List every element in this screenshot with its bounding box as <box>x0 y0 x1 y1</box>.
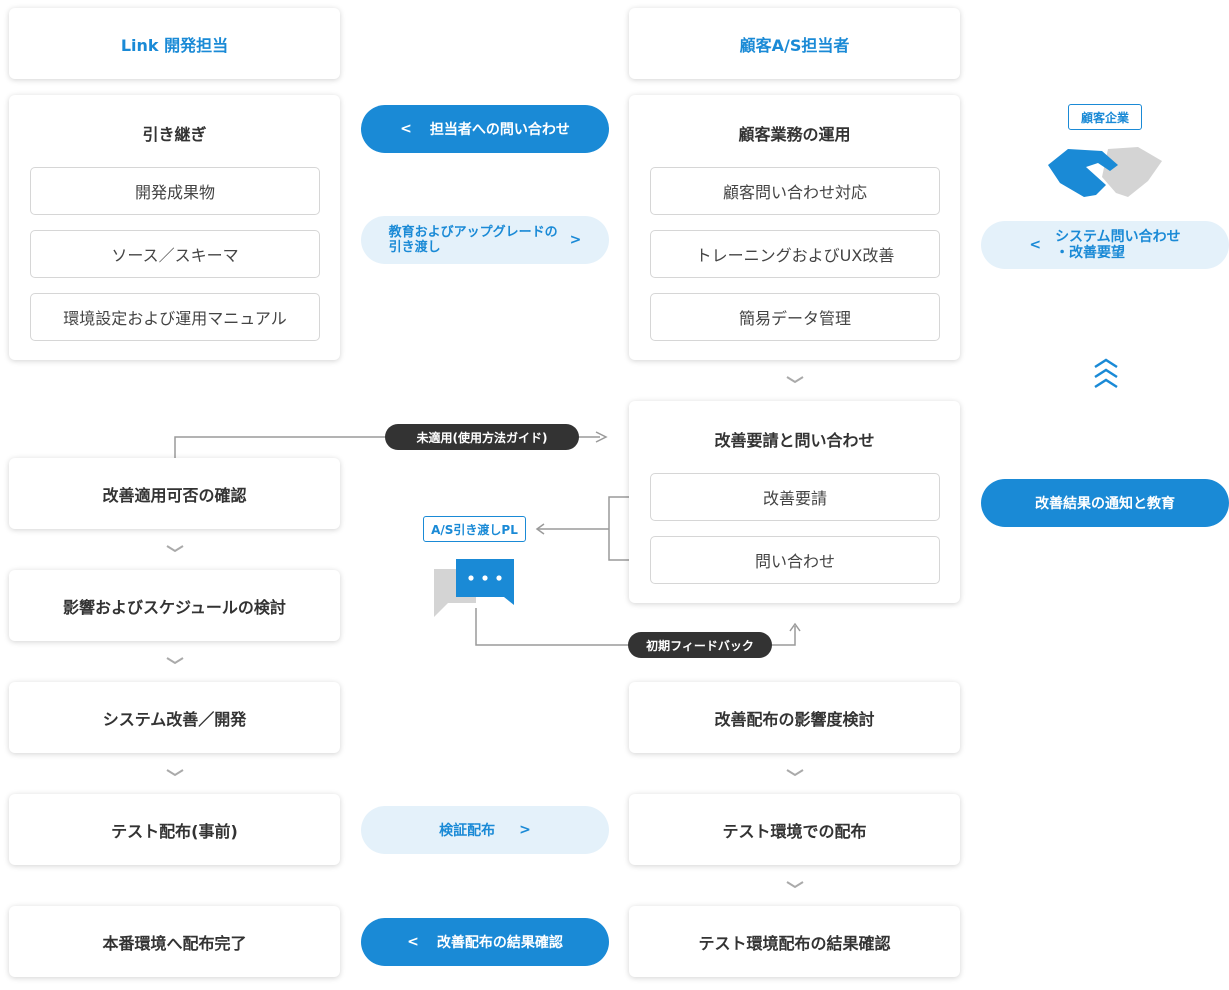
left-step-card: テスト配布(事前) <box>9 794 340 865</box>
right-step-card: 改善配布の影響度検討 <box>629 682 960 753</box>
handover-item: 開発成果物 <box>30 167 320 215</box>
handshake-icon <box>1048 147 1162 197</box>
requests-title: 改善要請と問い合わせ <box>714 431 875 450</box>
requests-item: 問い合わせ <box>650 536 940 584</box>
education-pill-line: 教育およびアップグレードの <box>388 225 558 240</box>
feedback-tag: 初期フィードバック <box>628 632 772 658</box>
chevron-down-icon <box>786 769 804 777</box>
notify-pill[interactable]: 改善結果の通知と教育 <box>981 479 1229 527</box>
right-step-card: テスト環境での配布 <box>629 794 960 865</box>
chevron-down-icon <box>786 881 804 889</box>
left-step-card: 影響およびスケジュールの検討 <box>9 570 340 641</box>
inquiry-pill-label: 担当者への問い合わせ <box>429 122 570 138</box>
left-header-label: Link 開発担当 <box>120 35 229 55</box>
double-chevron-up-icon <box>1094 358 1118 389</box>
handover-item: 環境設定および運用マニュアル <box>30 293 320 341</box>
left-step-label: システム改善／開発 <box>102 709 247 729</box>
right-step-card: テスト環境配布の結果確認 <box>629 906 960 977</box>
client-inquiry-text: システム問い合わせ ・改善要望 <box>1055 229 1181 261</box>
operations-item: トレーニングおよびUX改善 <box>650 230 940 278</box>
left-step-label: 影響およびスケジュールの検討 <box>63 597 286 617</box>
client-inquiry-line: ・改善要望 <box>1055 245 1126 261</box>
verify-pill[interactable]: 検証配布 > <box>361 806 609 854</box>
chevron-down-icon <box>166 657 184 665</box>
education-pill-text: 教育およびアップグレードの 引き渡し <box>389 225 558 255</box>
education-pill[interactable]: 教育およびアップグレードの 引き渡し > <box>361 216 609 264</box>
client-badge: 顧客企業 <box>1068 104 1142 130</box>
client-inquiry-pill[interactable]: < システム問い合わせ ・改善要望 <box>981 221 1229 269</box>
chevron-left-icon: < <box>407 934 419 950</box>
left-step-label: 改善適用可否の確認 <box>102 485 247 505</box>
right-step-label: テスト環境での配布 <box>722 821 867 841</box>
left-step-card: 本番環境へ配布完了 <box>9 906 340 977</box>
right-step-label: 改善配布の影響度検討 <box>714 709 875 729</box>
chevron-left-icon: < <box>400 121 412 137</box>
chevron-down-icon <box>786 376 804 384</box>
verify-pill-label: 検証配布 <box>439 823 496 839</box>
left-step-card: システム改善／開発 <box>9 682 340 753</box>
operations-item: 簡易データ管理 <box>650 293 940 341</box>
left-step-label: テスト配布(事前) <box>111 821 238 841</box>
operations-item: 顧客問い合わせ対応 <box>650 167 940 215</box>
as-handover-tag: A/S引き渡しPL <box>423 516 526 542</box>
right-header-label: 顧客A/S担当者 <box>739 35 850 55</box>
handover-title: 引き継ぎ <box>142 125 207 144</box>
result-pill-label: 改善配布の結果確認 <box>436 935 563 951</box>
left-step-label: 本番環境へ配布完了 <box>102 933 247 953</box>
chevron-right-icon: > <box>519 822 531 838</box>
not-applied-tag: 未適用(使用方法ガイド) <box>385 424 579 450</box>
right-step-label: テスト環境配布の結果確認 <box>698 933 891 953</box>
chevron-left-icon: < <box>1029 237 1042 253</box>
requests-card: 改善要請と問い合わせ 改善要請 問い合わせ <box>629 401 960 603</box>
operations-title: 顧客業務の運用 <box>738 125 851 144</box>
chevron-down-icon <box>166 769 184 777</box>
left-step-card: 改善適用可否の確認 <box>9 458 340 529</box>
requests-item: 改善要請 <box>650 473 940 521</box>
inquiry-pill[interactable]: < 担当者への問い合わせ <box>361 105 609 153</box>
chevron-right-icon: > <box>569 232 582 248</box>
handover-item: ソース／スキーマ <box>30 230 320 278</box>
chevron-down-icon <box>166 545 184 553</box>
handover-card: 引き継ぎ 開発成果物 ソース／スキーマ 環境設定および運用マニュアル <box>9 95 340 360</box>
client-inquiry-line: システム問い合わせ <box>1055 229 1181 245</box>
left-header-card: Link 開発担当 <box>9 8 340 79</box>
result-pill[interactable]: < 改善配布の結果確認 <box>361 918 609 966</box>
education-pill-line: 引き渡し <box>388 240 441 255</box>
operations-card: 顧客業務の運用 顧客問い合わせ対応 トレーニングおよびUX改善 簡易データ管理 <box>629 95 960 360</box>
notify-pill-label: 改善結果の通知と教育 <box>1035 496 1175 512</box>
right-header-card: 顧客A/S担当者 <box>629 8 960 79</box>
chat-bubble-icon <box>434 559 514 617</box>
